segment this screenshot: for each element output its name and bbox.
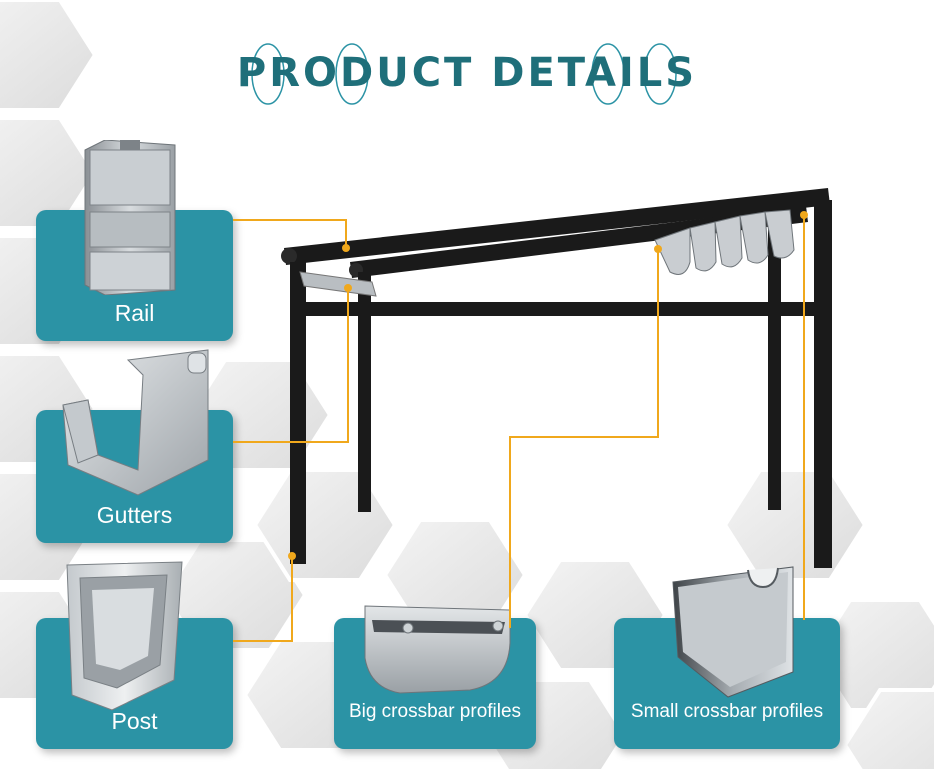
rail-profile-image <box>84 140 176 295</box>
connector-dots <box>288 211 808 560</box>
connector-lines <box>233 215 805 642</box>
pergola-frame <box>281 188 832 568</box>
rail-label: Rail <box>114 300 155 326</box>
big-crossbar-label: Big crossbar profiles <box>348 701 522 722</box>
big-crossbar-profile-image <box>364 605 511 694</box>
small-crossbar-label: Small crossbar profiles <box>630 701 824 722</box>
post-label: Post <box>111 708 158 734</box>
title-decoration <box>251 43 677 105</box>
crossbar-profiles-on-frame <box>654 209 795 275</box>
gutters-label: Gutters <box>96 502 173 528</box>
small-crossbar-profile-image <box>672 566 794 698</box>
post-profile-image <box>66 561 183 711</box>
page-title: PRODUCT DETAILS <box>236 50 698 96</box>
gutter-profile-image <box>62 349 209 496</box>
